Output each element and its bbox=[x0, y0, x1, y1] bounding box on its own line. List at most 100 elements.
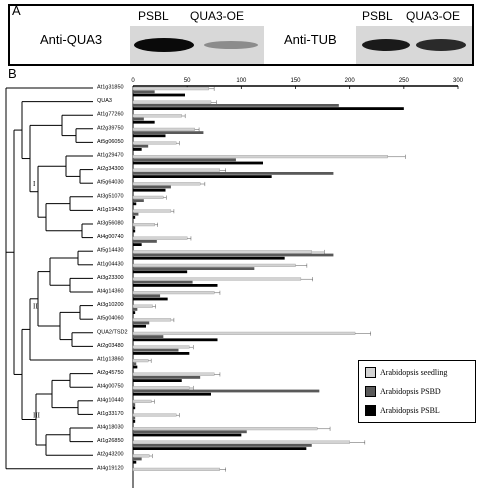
bar-1-3 bbox=[133, 131, 204, 134]
bar-1-11 bbox=[133, 240, 157, 243]
legend-item-psbd: Arabidopsis PSBD bbox=[365, 385, 441, 397]
gene-label-1: QUA3 bbox=[97, 98, 112, 104]
bar-1-18 bbox=[133, 335, 164, 338]
bar-2-25 bbox=[133, 433, 242, 437]
bar-2-22 bbox=[133, 392, 211, 396]
bar-0-1 bbox=[132, 100, 212, 104]
gene-label-13: At1g04430 bbox=[97, 261, 124, 267]
x-tick-label-5: 250 bbox=[399, 78, 410, 84]
gene-label-17: At5g04060 bbox=[97, 316, 124, 322]
bar-1-1 bbox=[133, 104, 339, 107]
clade-label-2: III bbox=[33, 411, 41, 419]
bar-1-8 bbox=[133, 199, 144, 202]
bar-1-27 bbox=[133, 457, 142, 461]
gene-label-10: At3g56080 bbox=[97, 221, 124, 227]
bar-2-3 bbox=[133, 134, 166, 138]
gene-label-12: At5g14430 bbox=[97, 248, 124, 254]
blot-2-band-qua3-oe bbox=[416, 39, 466, 51]
bar-0-18 bbox=[132, 331, 356, 335]
blot-1-lane-1-label: PSBL bbox=[138, 9, 169, 23]
bar-1-0 bbox=[133, 90, 155, 94]
blot-1-lane-2-label: QUA3-OE bbox=[190, 9, 245, 23]
bar-0-25 bbox=[132, 427, 318, 431]
bar-2-15 bbox=[133, 297, 168, 301]
gene-label-21: At2g45750 bbox=[97, 370, 124, 376]
bar-2-9 bbox=[133, 216, 136, 219]
blot-1-antibody-label: Anti-QUA3 bbox=[40, 32, 103, 47]
legend-swatch-psbl bbox=[365, 404, 376, 416]
bar-2-27 bbox=[133, 460, 137, 464]
gene-label-19: At2g03480 bbox=[97, 343, 124, 349]
bar-1-21 bbox=[133, 376, 201, 379]
bar-1-10 bbox=[133, 226, 136, 230]
gene-label-23: At4g10440 bbox=[97, 397, 124, 403]
chart-legend: Arabidopsis seedling Arabidopsis PSBD Ar… bbox=[358, 360, 476, 423]
panel-b-label: B bbox=[8, 66, 17, 81]
gene-label-2: At1g77260 bbox=[97, 112, 124, 118]
bar-0-16 bbox=[132, 304, 153, 308]
bar-2-26 bbox=[133, 447, 307, 450]
bar-1-2 bbox=[133, 117, 144, 121]
bar-0-12 bbox=[132, 250, 312, 254]
bar-2-10 bbox=[133, 229, 136, 233]
bar-0-17 bbox=[132, 318, 172, 322]
bar-0-15 bbox=[132, 291, 215, 295]
blot-2-lane-1-label: PSBL bbox=[362, 9, 393, 23]
bar-2-2 bbox=[133, 120, 155, 124]
legend-swatch-psbd bbox=[365, 385, 376, 397]
bar-0-10 bbox=[132, 223, 155, 227]
bar-0-13 bbox=[132, 263, 296, 267]
legend-item-seedling: Arabidopsis seedling bbox=[365, 366, 447, 378]
gene-label-16: At3g10200 bbox=[97, 302, 124, 308]
bar-0-27 bbox=[132, 454, 150, 458]
bar-1-9 bbox=[133, 212, 139, 216]
bar-0-28 bbox=[132, 467, 220, 471]
legend-label-seedling: Arabidopsis seedling bbox=[380, 367, 448, 377]
bar-2-12 bbox=[133, 256, 285, 260]
bar-1-20 bbox=[133, 362, 137, 366]
bar-0-6 bbox=[132, 168, 220, 172]
bar-2-21 bbox=[133, 379, 182, 382]
x-tick-label-3: 150 bbox=[290, 78, 301, 84]
bar-2-16 bbox=[133, 311, 136, 314]
blot-2-antibody-label: Anti-TUB bbox=[284, 32, 337, 47]
bar-0-9 bbox=[132, 209, 172, 213]
bar-1-19 bbox=[133, 348, 179, 352]
bar-1-13 bbox=[133, 267, 255, 270]
gene-label-27: At2g43200 bbox=[97, 452, 124, 458]
bar-1-7 bbox=[133, 185, 171, 189]
gene-label-0: At1g31850 bbox=[97, 85, 124, 91]
bar-2-6 bbox=[133, 175, 272, 178]
bar-2-4 bbox=[133, 148, 142, 151]
bar-1-24 bbox=[133, 416, 136, 420]
bar-0-19 bbox=[132, 345, 190, 349]
bar-1-14 bbox=[133, 280, 193, 284]
bar-0-22 bbox=[132, 386, 190, 390]
gene-label-25: At4g18030 bbox=[97, 425, 124, 431]
bar-0-24 bbox=[132, 413, 177, 417]
bar-1-23 bbox=[133, 403, 136, 406]
bar-1-22 bbox=[133, 389, 320, 393]
bar-1-16 bbox=[133, 308, 138, 311]
bar-0-4 bbox=[132, 141, 177, 145]
bar-2-8 bbox=[133, 202, 137, 206]
x-tick-label-6: 300 bbox=[453, 78, 464, 84]
gene-label-9: At1g19430 bbox=[97, 207, 124, 213]
bar-2-14 bbox=[133, 284, 218, 287]
bar-0-26 bbox=[132, 440, 350, 444]
panel-a-blots: A Anti-QUA3 PSBL QUA3-OE Anti-TUB PSBL Q… bbox=[8, 3, 474, 66]
legend-swatch-seedling bbox=[365, 366, 376, 378]
bar-0-3 bbox=[132, 127, 195, 131]
blot-1-band-qua3-oe bbox=[204, 41, 258, 49]
bar-2-17 bbox=[133, 324, 146, 328]
x-tick-label-1: 50 bbox=[184, 78, 191, 84]
gene-label-5: At1g29470 bbox=[97, 153, 124, 159]
bar-2-23 bbox=[133, 406, 136, 410]
gene-label-14: At3g23300 bbox=[97, 275, 124, 281]
blot-2-band-psbl bbox=[362, 39, 410, 51]
bar-2-19 bbox=[133, 352, 190, 355]
gene-label-15: At4g14360 bbox=[97, 289, 124, 295]
blot-2-lane-2-label: QUA3-OE bbox=[406, 9, 461, 23]
